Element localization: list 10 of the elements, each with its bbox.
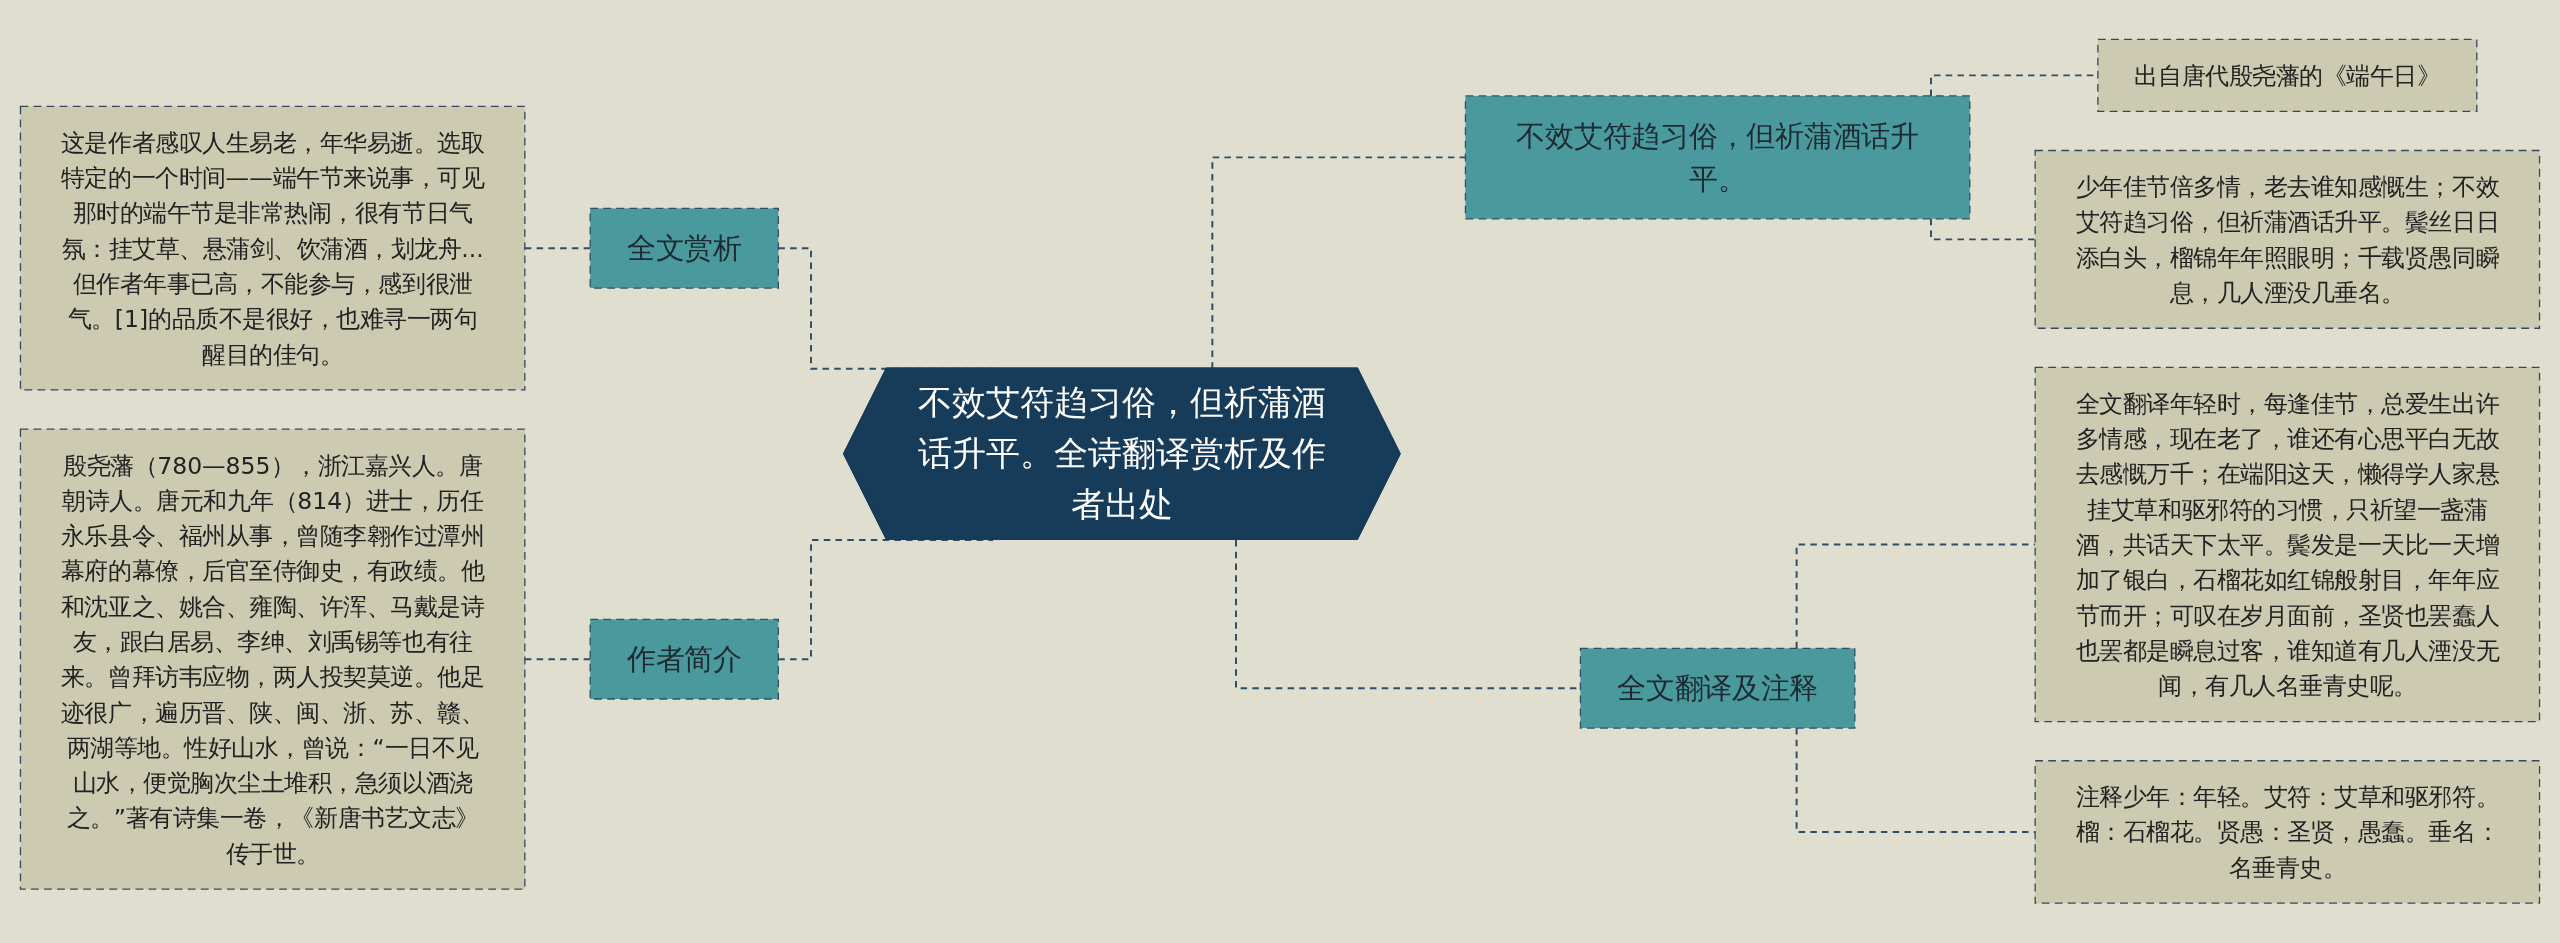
node-box: 作者简介 bbox=[589, 618, 779, 700]
node-box: 殷尧藩（780—855），浙江嘉兴人。唐朝诗人。唐元和九年（814）进士，历任永乐县令、福州从事，曾随李翱作过潭州幕府的幕僚，后官至侍御史，有政绩。他和沈亚之、姚合、雍陶、许浑、马戴是诗友，跟白居易、李绅、刘禹锡等也有往来。曾拜访韦应物，两人投契莫逆。他足迹很广，遍历晋、陕、闽、浙、苏、赣、两湖等地。性好山水，曾说：“一日不见山水，便觉胸次尘土堆积，急须以酒浇之。”著有诗集一卷，《新唐书艺文志》传于世。 bbox=[19, 428, 526, 890]
node-box: 全文赏析 bbox=[589, 207, 779, 289]
node-box: 出自唐代殷尧藩的《端午日》 bbox=[2097, 39, 2478, 113]
node-box: 全文翻译及注释 bbox=[1579, 647, 1856, 729]
node-box: 这是作者感叹人生易老，年华易逝。选取特定的一个时间——端午节来说事，可见那时的端午节是非常热闹，很有节日气氛：挂艾草、悬蒲剑、饮蒲酒，划龙舟...但作者年事已高，不能参与，感到很泄气。[1]的品质不是很好，也难寻一两句醒目的佳句。 bbox=[19, 105, 526, 391]
node-box: 不效艾符趋习俗，但祈蒲酒话升平。 bbox=[1464, 95, 1971, 220]
node-box: 注释少年：年轻。艾符：艾草和驱邪符。榴：石榴花。贤愚：圣贤，愚蠢。垂名：名垂青史。 bbox=[2034, 760, 2541, 904]
node-box: 少年佳节倍多情，老去谁知感慨生；不效艾符趋习俗，但祈蒲酒话升平。鬓丝日日添白头，榴锦年年照眼明；千载贤愚同瞬息，几人湮没几垂名。 bbox=[2034, 150, 2541, 330]
node-box: 全文翻译年轻时，每逢佳节，总爱生出许多情感，现在老了，谁还有心思平白无故去感慨万千；在端阳这天，懒得学人家悬挂艾草和驱邪符的习惯，只祈望一盏蒲酒，共话天下太平。鬓发是一天比一天增加了银白，石榴花如红锦般射目，年年应节而开；可叹在岁月面前，圣贤也罢蠢人也罢都是瞬息过客，谁知道有几人湮没无闻，有几人名垂青史呢。 bbox=[2034, 366, 2541, 723]
